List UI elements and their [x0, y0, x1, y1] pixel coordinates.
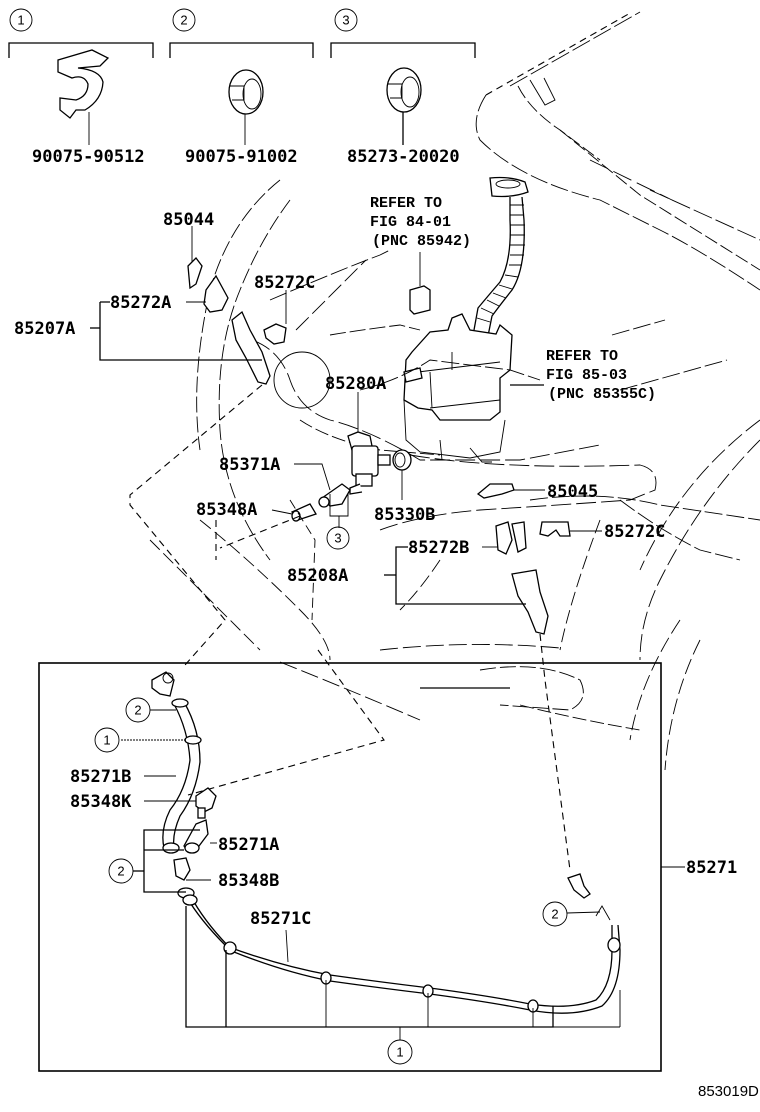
callout-2-hose-top[interactable]: 2 [125, 697, 151, 723]
svg-text:1: 1 [396, 1045, 403, 1060]
callout-circle [172, 8, 196, 32]
legend-item-3[interactable]: 3 85273-20020 [330, 8, 476, 167]
label-85272C-lower[interactable]: 85272C [604, 522, 665, 542]
legend-bracket [330, 42, 476, 58]
check-valve-85348K [195, 787, 217, 813]
callout-circle [9, 8, 33, 32]
label-85207A[interactable]: 85207A [14, 319, 75, 339]
label-85272B[interactable]: 85272B [408, 538, 469, 558]
part-number-label: 90075-91002 [185, 147, 298, 167]
callout-2-bracket[interactable]: 2 [108, 858, 134, 884]
label-85045[interactable]: 85045 [547, 482, 598, 502]
label-85271C[interactable]: 85271C [250, 909, 311, 929]
hose-clamp-1-icon [57, 49, 110, 119]
legend-item-2[interactable]: 2 90075-91002 [169, 8, 314, 167]
callout-1-hose[interactable]: 1 [94, 727, 120, 753]
cover-85045 [476, 483, 515, 499]
clip-85272C-upper [263, 323, 287, 345]
svg-text:(PNC 85942): (PNC 85942) [372, 233, 471, 250]
svg-text:(PNC 85355C): (PNC 85355C) [548, 386, 656, 403]
callout-number: 3 [334, 531, 341, 546]
label-85208A[interactable]: 85208A [287, 566, 348, 586]
label-85272C-upper[interactable]: 85272C [254, 273, 315, 293]
figure-code: 853019D [698, 1083, 759, 1100]
reference-note-fig-84-01[interactable]: REFER TO FIG 84-01 (PNC 85942) [370, 195, 471, 250]
grommet-ref-part [409, 285, 431, 315]
bracket-85272A [203, 274, 229, 313]
washer-pump[interactable] [347, 431, 391, 495]
callout-circle [334, 8, 358, 32]
label-85271A[interactable]: 85271A [218, 835, 279, 855]
svg-text:FIG 84-01: FIG 84-01 [370, 214, 451, 231]
leader-lines [90, 226, 602, 605]
nozzle-85207A [231, 310, 271, 385]
svg-text:FIG 85-03: FIG 85-03 [546, 367, 627, 384]
leader-lines-lower [121, 709, 621, 1040]
svg-text:2: 2 [117, 864, 124, 879]
nozzle-85208A [511, 569, 549, 635]
label-85348B[interactable]: 85348B [218, 871, 279, 891]
connection-dashed-lines [129, 384, 571, 871]
corrugated-neck [476, 204, 525, 323]
legend-bracket [169, 42, 314, 58]
legend-bracket [8, 42, 154, 58]
label-85330B[interactable]: 85330B [374, 505, 435, 525]
label-85280A[interactable]: 85280A [325, 374, 386, 394]
svg-text:2: 2 [134, 703, 141, 718]
legend-item-1[interactable]: 1 90075-90512 [8, 8, 154, 167]
hose-clamp-3-icon [386, 67, 422, 113]
label-85272A[interactable]: 85272A [110, 293, 171, 313]
check-valve-85348B [173, 857, 191, 881]
callout-2-right[interactable]: 2 [542, 901, 568, 927]
callout-number: 2 [180, 13, 187, 28]
label-85348K[interactable]: 85348K [70, 792, 132, 812]
label-85271[interactable]: 85271 [686, 858, 737, 878]
svg-text:REFER TO: REFER TO [370, 195, 442, 212]
label-85348A[interactable]: 85348A [196, 500, 257, 520]
check-valve-top [151, 671, 175, 697]
right-nozzle-assembly[interactable] [476, 483, 571, 635]
part-labels-lower: 85271B 85348K 85271A 85348B 85271C [70, 767, 311, 929]
svg-text:1: 1 [103, 733, 110, 748]
part-number-label: 85273-20020 [347, 147, 460, 167]
cover-85044 [187, 257, 203, 290]
label-85371A[interactable]: 85371A [219, 455, 280, 475]
label-85271B[interactable]: 85271B [70, 767, 131, 787]
svg-text:REFER TO: REFER TO [546, 348, 618, 365]
callout-number: 3 [342, 13, 349, 28]
left-nozzle-assembly[interactable] [187, 257, 287, 385]
clip-85272C-lower [539, 521, 571, 537]
callout-number: 1 [17, 13, 24, 28]
part-number-label: 90075-90512 [32, 147, 145, 167]
svg-text:2: 2 [551, 907, 558, 922]
label-85044[interactable]: 85044 [163, 210, 214, 230]
callout-1-bottom[interactable]: 1 [387, 1039, 413, 1065]
callout-3-upper[interactable]: 3 [326, 526, 350, 550]
reference-note-fig-85-03[interactable]: REFER TO FIG 85-03 (PNC 85355C) [546, 348, 656, 403]
pump-grommet [392, 449, 412, 471]
hose-clamp-2-icon [228, 69, 264, 115]
check-valve-right [567, 873, 591, 899]
bracket-85272B [495, 521, 513, 555]
part-labels-upper: 85044 85272C 85272A 85207A 85280A 85371A… [14, 210, 665, 586]
